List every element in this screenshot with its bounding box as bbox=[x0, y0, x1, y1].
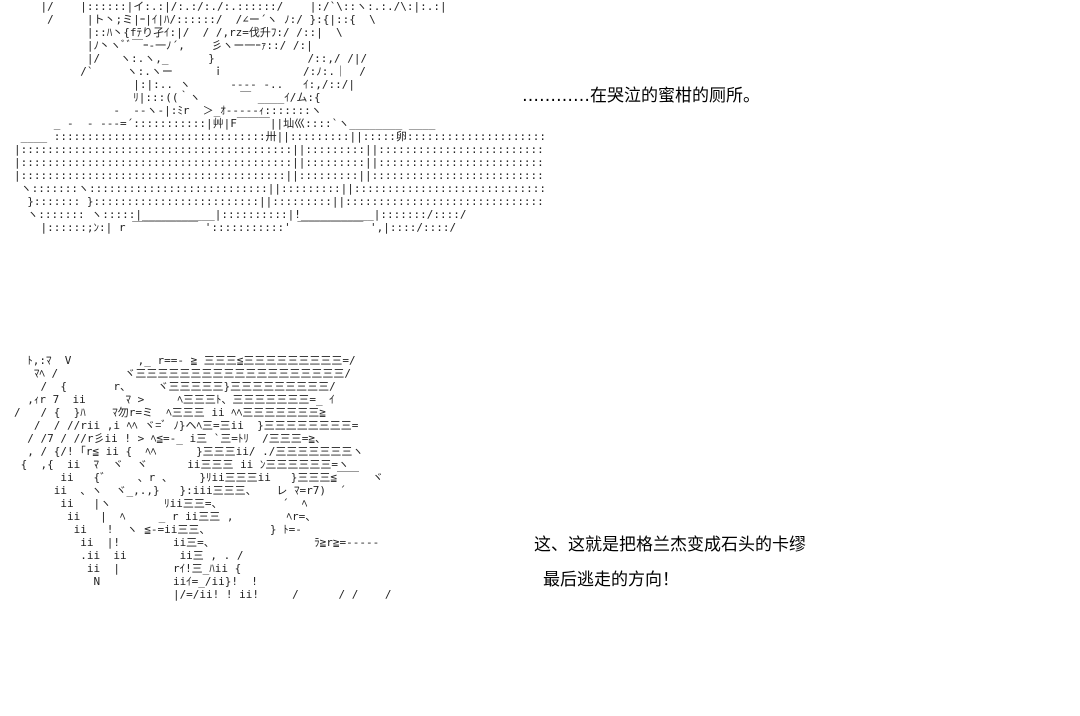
caption-toilet: …………在哭泣的蜜柑的厕所。 bbox=[522, 86, 760, 106]
ascii-art-bottom-text: ﾄ,:ﾏ V ,_ r==- ≧ 三三三≦三三三三三三三三三=/ ﾏﾍ / ヾ三… bbox=[14, 354, 392, 601]
ascii-art-figure-top: |/ |::::::|イ:.:|/:.:/:./:.::::::/ |:/`\:… bbox=[14, 0, 544, 300]
caption-escape-line-1: 这、这就是把格兰杰变成石头的卡缪 bbox=[534, 535, 806, 555]
caption-escape-line-2: 最后逃走的方向！ bbox=[543, 570, 679, 590]
ascii-art-top-text: |/ |::::::|イ:.:|/:.:/:./:.::::::/ |:/`\:… bbox=[14, 0, 544, 234]
ascii-art-figure-bottom: ﾄ,:ﾏ V ,_ r==- ≧ 三三三≦三三三三三三三三三=/ ﾏﾍ / ヾ三… bbox=[14, 354, 514, 704]
